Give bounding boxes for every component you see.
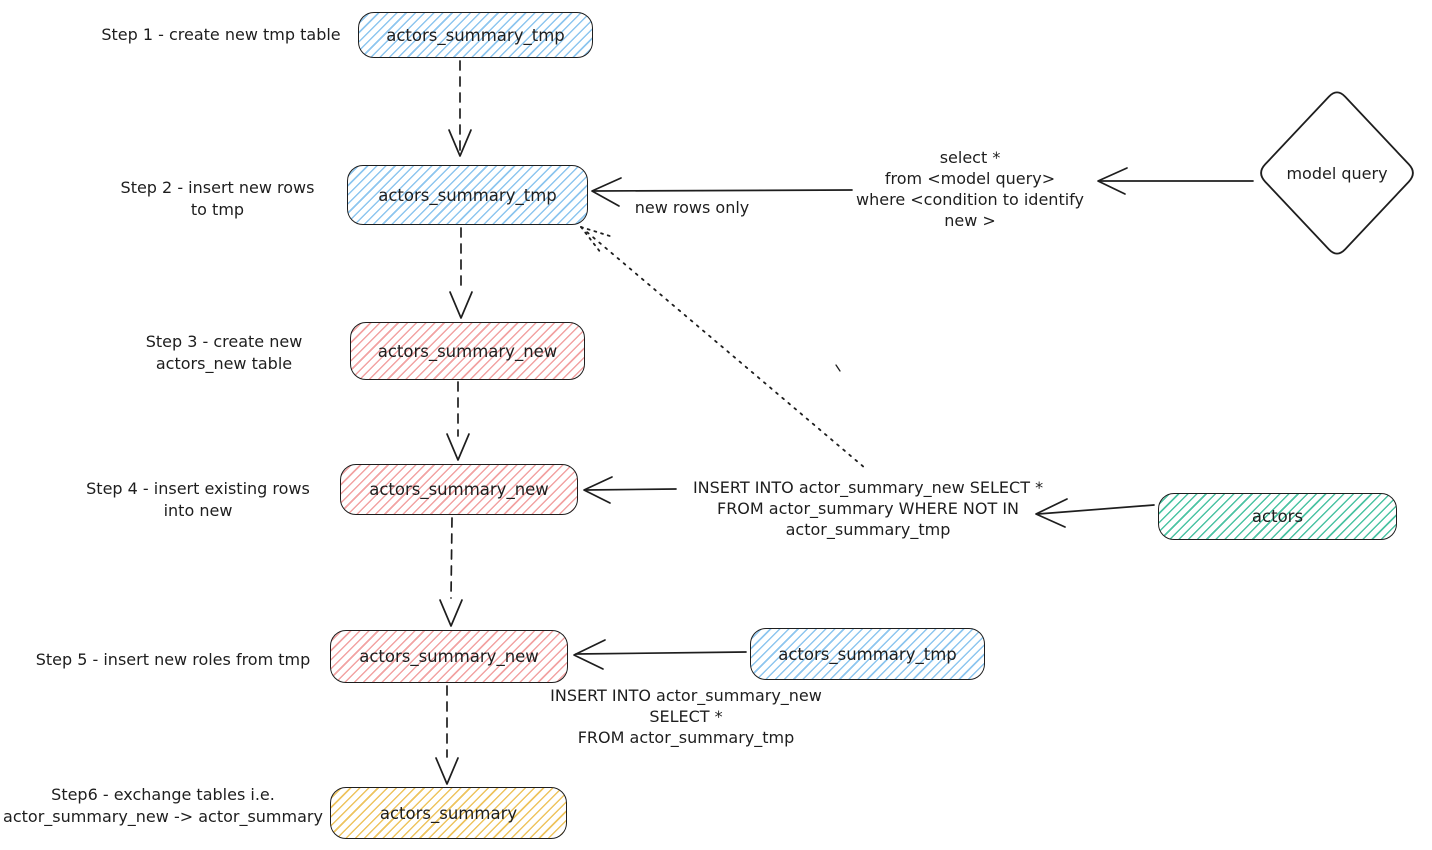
stray-tick-mark <box>835 364 841 372</box>
annotation-new-rows-only: new rows only <box>634 198 750 217</box>
node-text: actors_summary_new <box>369 480 549 499</box>
dotted-link-step4text-to-step2-box <box>580 226 866 469</box>
arrow-step5-to-step6 <box>435 685 459 785</box>
step4-label: Step 4 - insert existing rows into new <box>86 479 310 520</box>
arrow-tmpsource-to-step5-box <box>573 639 747 670</box>
step1-label: Step 1 - create new tmp table <box>101 25 341 44</box>
node-text: actors <box>1251 507 1304 526</box>
node-text: actors_summary_tmp <box>778 644 957 664</box>
node-step6-actors-summary[interactable]: actors_summary <box>330 787 567 839</box>
step5-label: Step 5 - insert new roles from tmp <box>35 650 311 669</box>
arrow-step3-to-step4 <box>446 381 470 461</box>
annotation-insert-existing: INSERT INTO actor_summary_new SELECT * F… <box>692 478 1044 539</box>
node-text: model query <box>1286 163 1388 183</box>
arrow-inserttext-to-step4-box <box>583 476 677 504</box>
node-step1-actors-summary-tmp[interactable]: actors_summary_tmp <box>358 12 593 58</box>
node-text: actors_summary <box>379 803 518 823</box>
arrow-step2-to-step3 <box>449 227 473 319</box>
arrow-step1-to-step2 <box>448 60 472 157</box>
node-step5-actors-summary-new[interactable]: actors_summary_new <box>330 630 568 683</box>
step2-label: Step 2 - insert new rows to tmp <box>120 178 315 219</box>
step3-label: Step 3 - create new actors_new table <box>145 332 303 373</box>
step6-label: Step6 - exchange tables i.e. actor_summa… <box>3 785 323 826</box>
node-text: actors_summary_tmp <box>378 185 557 205</box>
node-model-query[interactable]: model query <box>1253 84 1421 262</box>
node-tmp-source[interactable]: actors_summary_tmp <box>750 628 985 680</box>
arrow-step4-to-step5 <box>439 517 463 627</box>
annotation-select-query: select * from <model query> where <condi… <box>856 148 1084 230</box>
node-text: actors_summary_new <box>359 647 539 666</box>
arrow-modelquery-to-querytext <box>1097 167 1254 195</box>
node-step3-actors-summary-new[interactable]: actors_summary_new <box>350 322 585 380</box>
node-actors[interactable]: actors <box>1158 493 1397 540</box>
node-text: actors_summary_new <box>377 341 558 361</box>
annotation-insert-from-tmp: INSERT INTO actor_summary_new SELECT * F… <box>550 686 822 747</box>
diamond-shape-icon <box>1260 91 1414 255</box>
node-text: actors_summary_tmp <box>386 25 565 45</box>
node-step4-actors-summary-new[interactable]: actors_summary_new <box>340 464 578 515</box>
node-step2-actors-summary-tmp[interactable]: actors_summary_tmp <box>347 165 588 225</box>
